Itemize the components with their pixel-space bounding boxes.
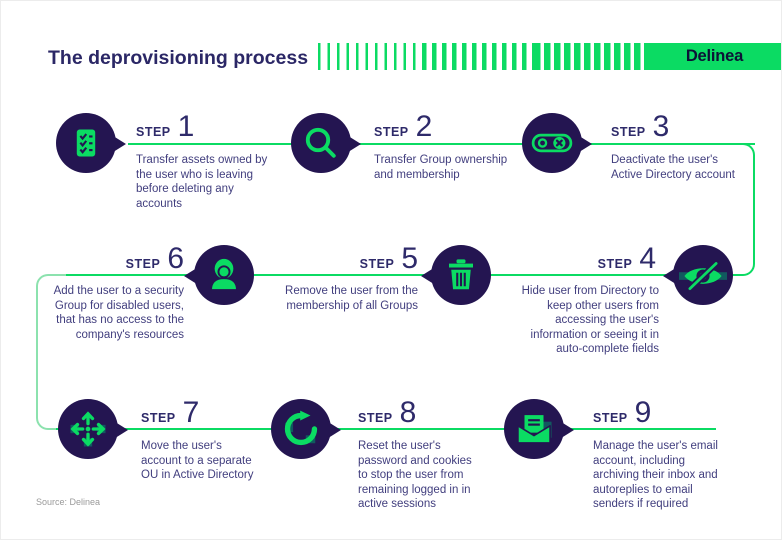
- connector-line-row3: [56, 428, 716, 430]
- step-label: STEP: [358, 411, 393, 425]
- step-2-description: Transfer Group ownership and membership: [374, 154, 508, 181]
- step-8-description: Reset the user's password and cookies to…: [358, 440, 472, 510]
- step-9-heading: STEP 9: [593, 398, 651, 428]
- step-5-bubble: [431, 245, 491, 305]
- bubble-tail: [576, 134, 592, 154]
- step-4-bubble: [673, 245, 733, 305]
- step-label: STEP: [374, 125, 409, 139]
- checklist-icon: [76, 129, 96, 157]
- step-8-heading: STEP 8: [358, 398, 416, 428]
- step-number: 5: [401, 242, 418, 275]
- header-stripe-pattern: [422, 43, 534, 70]
- mail-icon: [517, 415, 552, 444]
- connector-line-row2: [61, 274, 701, 276]
- user-icon: [210, 258, 238, 291]
- step-number: 6: [167, 242, 184, 275]
- step-label: STEP: [141, 411, 176, 425]
- step-7-description: Move the user's account to a separate OU…: [141, 440, 254, 481]
- step-5-description: Remove the user from the membership of a…: [285, 285, 418, 312]
- step-3-heading: STEP 3: [611, 112, 669, 142]
- step-label: STEP: [359, 257, 395, 271]
- step-number: 8: [399, 396, 417, 429]
- bubble-tail: [184, 266, 200, 286]
- step-label: STEP: [593, 411, 628, 425]
- step-5-heading: STEP 5: [268, 244, 418, 274]
- bubble-tail: [558, 420, 574, 440]
- toggle-off-icon: [531, 133, 573, 153]
- step-8-bubble: [271, 399, 331, 459]
- step-label: STEP: [136, 125, 171, 139]
- step-number: 9: [634, 396, 652, 429]
- connector-curve-right: [719, 143, 755, 276]
- step-number: 2: [415, 110, 433, 143]
- step-label: STEP: [597, 257, 633, 271]
- step-7-heading: STEP 7: [141, 398, 199, 428]
- step-6-description: Add the user to a security Group for dis…: [53, 285, 184, 341]
- move-arrows-icon: [70, 411, 106, 447]
- source-note: Source: Delinea: [36, 497, 101, 507]
- step-1-heading: STEP 1: [136, 112, 194, 142]
- header-stripe-pattern: [318, 43, 422, 70]
- step-number: 3: [652, 110, 670, 143]
- step-4-heading: STEP 4: [506, 244, 656, 274]
- connector-curve-left: [36, 274, 66, 430]
- delinea-logo: Delinea: [646, 43, 781, 70]
- step-number: 7: [182, 396, 200, 429]
- step-2-heading: STEP 2: [374, 112, 432, 142]
- search-icon: [305, 127, 336, 158]
- step-number: 1: [177, 110, 195, 143]
- bubble-tail: [421, 266, 437, 286]
- connector-line-row1: [128, 143, 755, 145]
- step-6-bubble: [194, 245, 254, 305]
- step-6-heading: STEP 6: [34, 244, 184, 274]
- bubble-tail: [663, 266, 679, 286]
- step-3-bubble: [522, 113, 582, 173]
- delinea-logo-text: Delinea: [685, 47, 744, 65]
- step-9-description: Manage the user's email account, includi…: [593, 440, 718, 510]
- step-1-bubble: [56, 113, 116, 173]
- step-7-bubble: [58, 399, 118, 459]
- step-9-bubble: [504, 399, 564, 459]
- page-title: The deprovisioning process: [48, 47, 309, 69]
- bubble-tail: [325, 420, 341, 440]
- step-1-description: Transfer assets owned by the user who is…: [136, 154, 268, 210]
- step-4-description: Hide user from Directory to keep other u…: [521, 285, 659, 355]
- bubble-tail: [345, 134, 361, 154]
- eye-off-icon: [679, 259, 727, 292]
- step-label: STEP: [125, 257, 161, 271]
- trash-icon: [449, 259, 473, 290]
- bubble-tail: [112, 420, 128, 440]
- refresh-icon: [284, 410, 318, 446]
- step-label: STEP: [611, 125, 646, 139]
- step-3-description: Deactivate the user's Active Directory a…: [611, 154, 735, 181]
- header-stripe-pattern: [534, 43, 646, 70]
- step-number: 4: [639, 242, 656, 275]
- bubble-tail: [110, 134, 126, 154]
- step-2-bubble: [291, 113, 351, 173]
